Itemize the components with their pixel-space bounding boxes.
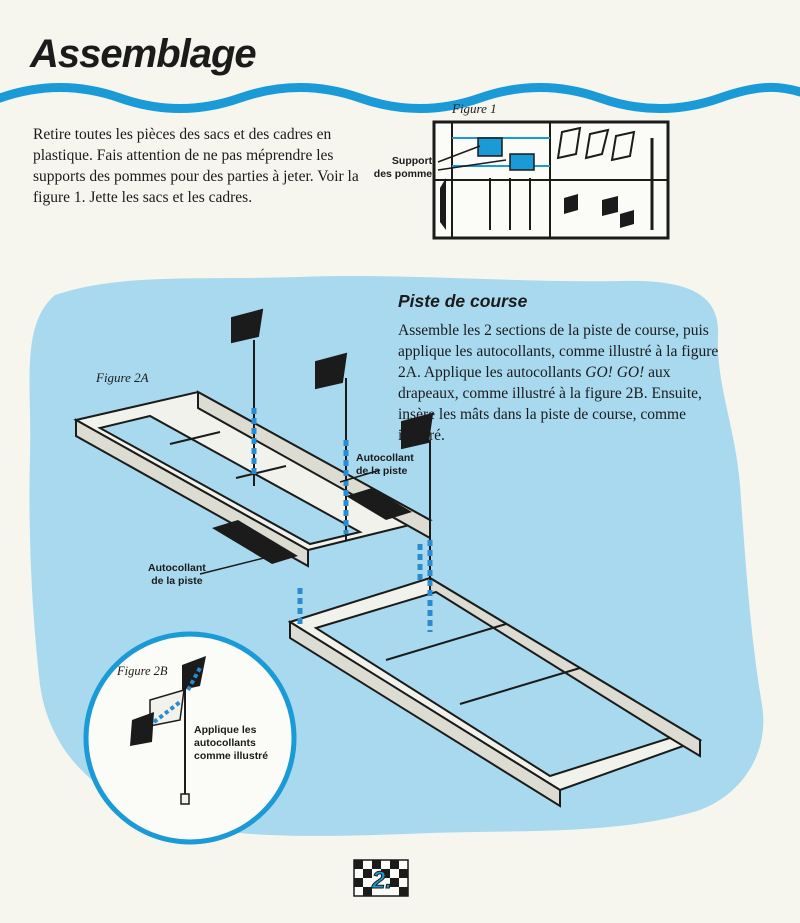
section-body: Assemble les 2 sections de la piste de c… <box>398 320 733 446</box>
body-part-1: Assemble les 2 sections de la piste de c… <box>398 322 719 381</box>
track-section-lower <box>287 576 703 808</box>
figure-1-parts-frame <box>432 120 670 240</box>
track-sticker-label-top: Autocollant de la piste <box>356 452 414 478</box>
figure-2b-detail <box>83 631 297 845</box>
checkered-flag-icon: 2. <box>353 859 409 897</box>
figure-2a-caption: Figure 2A <box>96 370 149 385</box>
callout-leaders <box>437 145 507 171</box>
label-left-line-2: de la piste <box>151 575 203 587</box>
callout-line-1: Supports <box>391 155 438 167</box>
body-emphasis: GO! GO! <box>585 364 645 381</box>
figure-2b-caption: Figure 2B <box>117 664 168 678</box>
apple-support-icon <box>477 137 535 171</box>
callout-line-2: des pommes <box>373 168 438 180</box>
callout-2b-line-2: autocollants <box>194 737 256 749</box>
figure-1-caption: Figure 1 <box>452 101 497 116</box>
figure-1-callout: Supports des pommes <box>372 155 438 181</box>
label-top-line-1: Autocollant <box>356 452 414 464</box>
label-left-line-1: Autocollant <box>148 562 206 574</box>
track-sticker-icon <box>212 488 412 564</box>
label-top-line-2: de la piste <box>356 465 408 477</box>
insert-guide-lines <box>251 408 433 632</box>
page-title: Assemblage <box>30 32 257 76</box>
wave-divider <box>0 82 800 113</box>
page-number: 2. <box>371 867 392 894</box>
callout-2b-line-1: Applique les <box>194 724 257 736</box>
intro-text: Retire toutes les pièces des sacs et des… <box>33 126 359 206</box>
figure-2b-callout: Applique les autocollants comme illustré <box>194 724 268 763</box>
track-sticker-label-left: Autocollant de la piste <box>148 562 206 588</box>
section-heading: Piste de course <box>398 291 528 311</box>
body-part-2: aux drapeaux, comme illustré à la figure… <box>398 364 702 444</box>
callout-2b-line-3: comme illustré <box>194 750 269 762</box>
page-number-badge: 2. <box>352 858 412 905</box>
